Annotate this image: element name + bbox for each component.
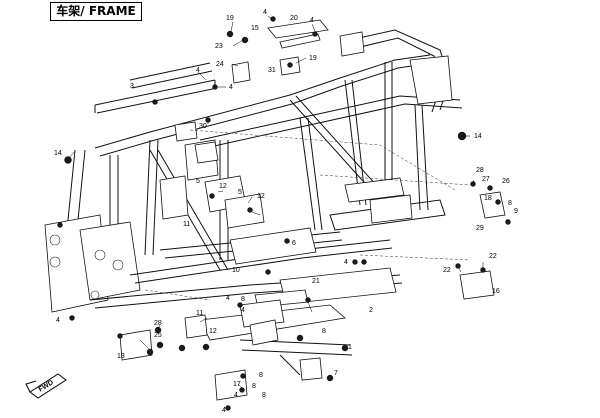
callout: 4 — [310, 17, 314, 24]
callout: 8 — [322, 328, 326, 335]
callout: 12 — [209, 328, 217, 335]
callout: 12 — [257, 193, 265, 200]
callout: 17 — [233, 381, 241, 388]
callout: 4 — [234, 392, 238, 399]
callout: 5 — [196, 178, 200, 185]
callout: 14 — [54, 150, 62, 157]
callout: 5 — [238, 189, 242, 196]
callout: 4 — [241, 307, 245, 314]
callout: 27 — [482, 176, 490, 183]
callout: 11 — [183, 221, 190, 228]
callout: 11 — [196, 310, 203, 317]
callout: 4 — [344, 259, 348, 266]
part-callouts: 19 4 20 4 15 23 24 31 19 3 4 4 30 14 14 … — [54, 9, 518, 414]
callout: 16 — [492, 288, 500, 295]
callout: 29 — [476, 225, 484, 232]
callout: 22 — [489, 253, 497, 260]
callout: 15 — [251, 25, 259, 32]
leader-lines — [68, 15, 509, 389]
callout: 14 — [474, 133, 482, 140]
callout: 10 — [232, 267, 240, 274]
callout: 4 — [263, 9, 267, 16]
callout: 24 — [216, 61, 224, 68]
callout: 4 — [56, 317, 60, 324]
callout: 19 — [226, 15, 234, 22]
callout: 23 — [215, 43, 223, 50]
callout: 19 — [309, 55, 317, 62]
callout: 8 — [262, 392, 266, 399]
callout: 4 — [222, 407, 226, 414]
callout: 7 — [334, 370, 338, 377]
fwd-direction-badge: FWD — [25, 373, 67, 399]
callout: 4 — [229, 84, 233, 91]
callout: 30 — [199, 123, 207, 130]
callout: 4 — [226, 295, 230, 302]
callout: 28 — [476, 167, 484, 174]
callout: 8 — [259, 372, 263, 379]
callout: 8 — [252, 383, 256, 390]
callout: 4 — [196, 67, 200, 74]
callout: 21 — [312, 278, 320, 285]
callout: 26 — [502, 178, 510, 185]
callout: 13 — [117, 353, 125, 360]
callout: 8 — [241, 296, 245, 303]
callout: 6 — [292, 240, 296, 247]
callout: 9 — [514, 208, 518, 215]
callout: 18 — [484, 195, 492, 202]
callout: 31 — [268, 67, 276, 74]
callout: 28 — [154, 320, 162, 327]
callout: 22 — [443, 267, 451, 274]
callout: 3 — [130, 83, 134, 90]
callout: 20 — [290, 15, 298, 22]
callout: 1 — [348, 344, 352, 351]
callout: 12 — [219, 183, 227, 190]
callout: 25 — [154, 332, 162, 339]
frame-drawing — [44, 15, 511, 411]
diagram-title: 车架/ FRAME — [50, 2, 142, 21]
hardware-parts — [57, 16, 511, 411]
callout: 2 — [369, 307, 373, 314]
callout: 8 — [508, 200, 512, 207]
